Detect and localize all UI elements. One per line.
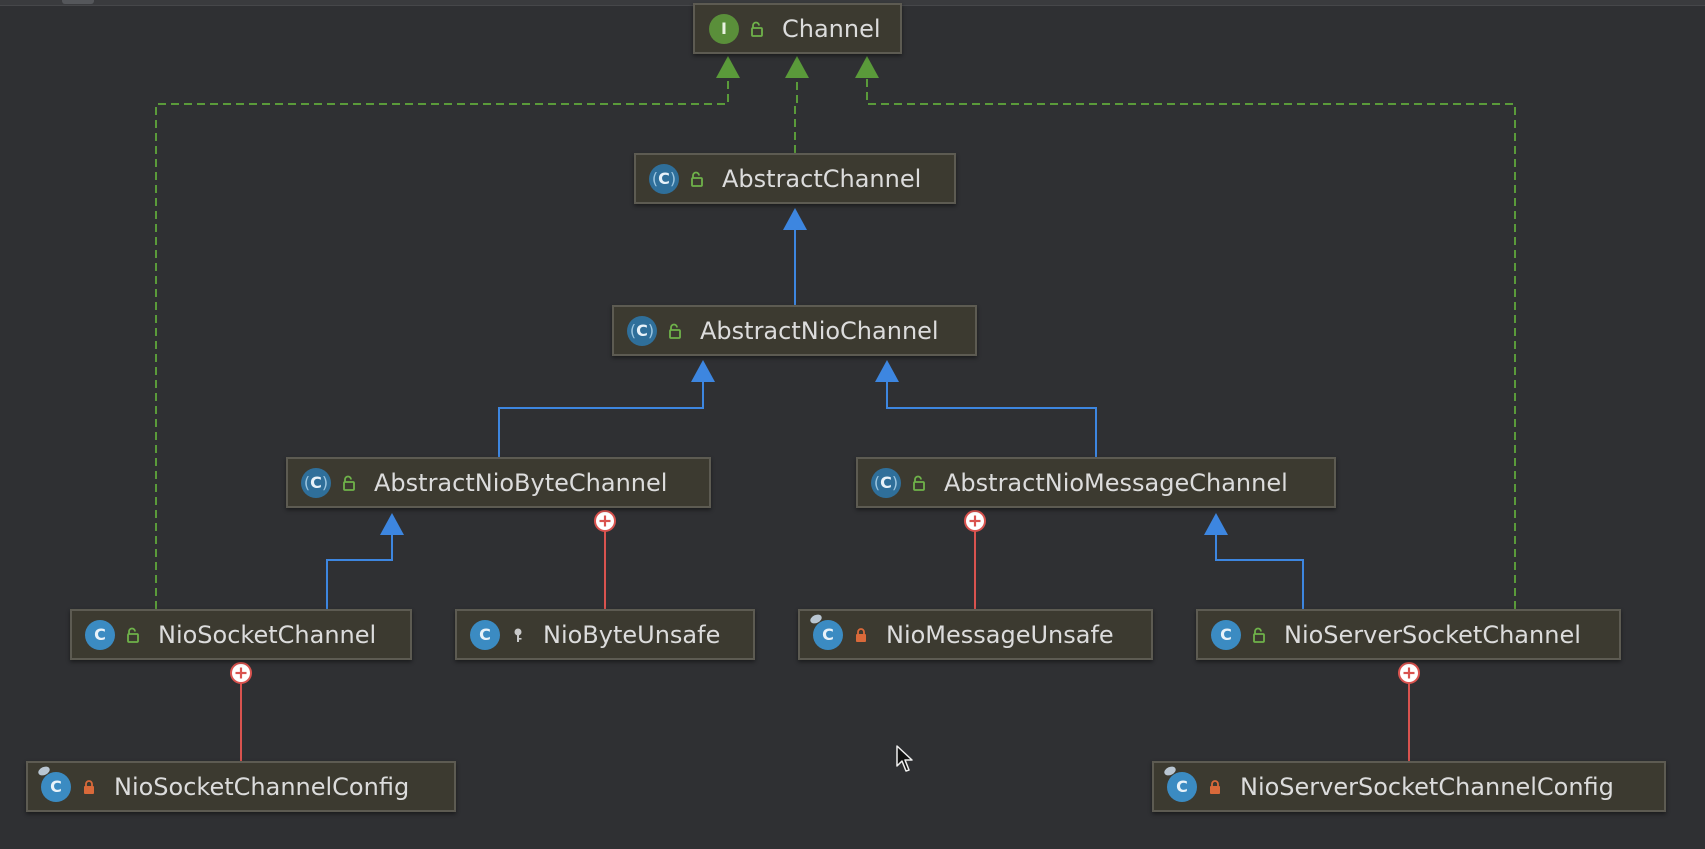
implements-arrowhead bbox=[785, 56, 809, 78]
implements-arrowhead bbox=[855, 56, 879, 78]
class-c-icon: C bbox=[85, 619, 115, 650]
key-icon bbox=[509, 626, 527, 644]
abstract-class-c-icon: (C) bbox=[871, 467, 901, 498]
implements-edge-nio-server-socket-channel bbox=[866, 78, 1516, 609]
abstract-class-c-icon: (C) bbox=[627, 315, 657, 346]
class-c-icon: C bbox=[470, 619, 500, 650]
class-c-icon: C bbox=[1211, 619, 1241, 650]
node-label: NioSocketChannelConfig bbox=[114, 772, 410, 801]
abstract-class-c-icon: (C) bbox=[649, 163, 679, 194]
node-nio-socket-channel-config[interactable]: C NioSocketChannelConfig bbox=[26, 761, 456, 812]
node-abstract-channel[interactable]: (C) AbstractChannel bbox=[634, 153, 956, 204]
node-label: NioSocketChannel bbox=[158, 620, 377, 649]
inner-class-c-icon: C bbox=[808, 612, 843, 650]
unlocked-padlock-icon bbox=[910, 474, 928, 492]
extends-edge-nio-socket-channel bbox=[326, 535, 393, 609]
extends-arrowhead bbox=[783, 208, 807, 230]
abstract-class-c-icon: (C) bbox=[301, 467, 331, 498]
node-label: Channel bbox=[782, 14, 881, 43]
unlocked-padlock-icon bbox=[666, 322, 684, 340]
node-channel[interactable]: I Channel bbox=[693, 3, 902, 54]
node-abstract-nio-byte-channel[interactable]: (C) AbstractNioByteChannel bbox=[286, 457, 711, 508]
extends-edge-nio-server-socket-channel bbox=[1215, 535, 1304, 609]
node-label: AbstractChannel bbox=[722, 164, 922, 193]
node-label: AbstractNioChannel bbox=[700, 316, 939, 345]
node-nio-message-unsafe[interactable]: C NioMessageUnsafe bbox=[798, 609, 1153, 660]
node-nio-byte-unsafe[interactable]: C NioByteUnsafe bbox=[455, 609, 755, 660]
inner-class-c-icon: C bbox=[1162, 764, 1197, 802]
node-label: AbstractNioMessageChannel bbox=[944, 468, 1288, 497]
node-label: NioServerSocketChannel bbox=[1284, 620, 1581, 649]
extends-edge-abstract-nio-message-channel bbox=[886, 382, 1097, 457]
node-label: AbstractNioByteChannel bbox=[374, 468, 668, 497]
interface-i-icon: I bbox=[709, 13, 739, 44]
node-nio-server-socket-channel[interactable]: C NioServerSocketChannel bbox=[1196, 609, 1621, 660]
inner-class-plus-icon bbox=[964, 510, 986, 532]
unlocked-padlock-icon bbox=[1250, 626, 1268, 644]
unlocked-padlock-icon bbox=[340, 474, 358, 492]
unlocked-padlock-icon bbox=[748, 20, 766, 38]
node-label: NioServerSocketChannelConfig bbox=[1240, 772, 1614, 801]
extends-arrowhead bbox=[875, 360, 899, 382]
inner-class-plus-icon bbox=[230, 662, 252, 684]
inner-class-plus-icon bbox=[1398, 662, 1420, 684]
extends-arrowhead bbox=[380, 513, 404, 535]
implements-edge-nio-socket-channel bbox=[155, 78, 729, 609]
unlocked-padlock-icon bbox=[124, 626, 142, 644]
unlocked-padlock-icon bbox=[688, 170, 706, 188]
node-abstract-nio-channel[interactable]: (C) AbstractNioChannel bbox=[612, 305, 977, 356]
extends-arrowhead bbox=[691, 360, 715, 382]
node-abstract-nio-message-channel[interactable]: (C) AbstractNioMessageChannel bbox=[856, 457, 1336, 508]
editor-tab[interactable] bbox=[62, 0, 94, 4]
locked-padlock-icon bbox=[852, 626, 870, 644]
mouse-pointer-icon bbox=[896, 745, 913, 772]
node-label: NioByteUnsafe bbox=[543, 620, 721, 649]
inner-class-plus-icon bbox=[594, 510, 616, 532]
locked-padlock-icon bbox=[1206, 778, 1224, 796]
implements-edge-abstract-channel bbox=[794, 78, 798, 153]
extends-edge-abstract-nio-byte-channel bbox=[498, 382, 704, 457]
extends-arrowhead bbox=[1204, 513, 1228, 535]
node-nio-socket-channel[interactable]: C NioSocketChannel bbox=[70, 609, 412, 660]
node-label: NioMessageUnsafe bbox=[886, 620, 1114, 649]
inner-class-c-icon: C bbox=[36, 764, 71, 802]
implements-arrowhead bbox=[716, 56, 740, 78]
locked-padlock-icon bbox=[80, 778, 98, 796]
node-nio-server-socket-channel-config[interactable]: C NioServerSocketChannelConfig bbox=[1152, 761, 1666, 812]
